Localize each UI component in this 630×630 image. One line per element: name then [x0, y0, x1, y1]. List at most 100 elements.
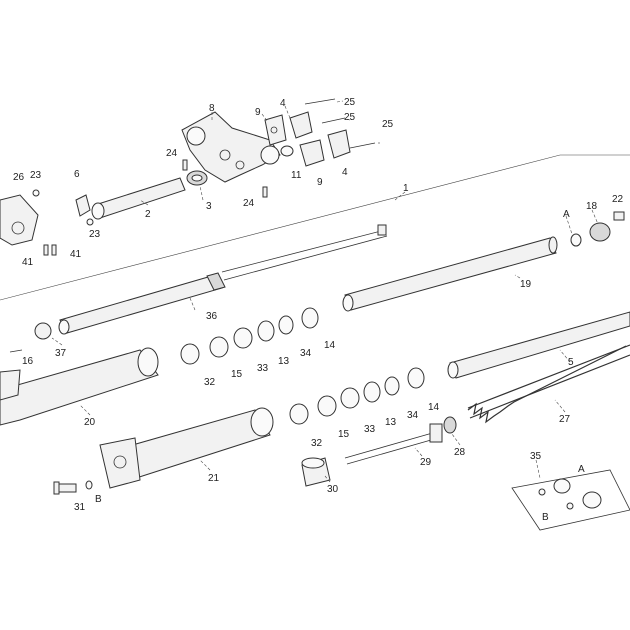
handlebar-clamp-upper-right [289, 111, 313, 139]
bolt-31 [53, 481, 77, 495]
callout-19: 19 [520, 279, 532, 290]
callout-4-lower: 4 [342, 167, 348, 178]
callout-6: 6 [74, 169, 80, 180]
callout-32-upper: 32 [204, 377, 216, 388]
ring-13-lower [363, 381, 381, 403]
seal-32-lower [289, 403, 309, 425]
handlebar-clamp-lower-right [327, 129, 351, 159]
bolt-41a [43, 244, 49, 256]
callout-27: 27 [559, 414, 571, 425]
callout-1: 1 [403, 183, 409, 194]
lower-leg-21 [99, 407, 274, 489]
callout-25-right-upper: 25 [382, 119, 394, 130]
steering-stem [91, 177, 186, 220]
bolt-24a [182, 159, 188, 171]
callout-41-right: 41 [70, 249, 82, 260]
callout-35: 35 [530, 451, 542, 462]
upper-triple-clamp [181, 111, 281, 183]
ring-33-lower [340, 387, 360, 409]
callout-25-middle: 25 [344, 112, 356, 123]
bolt-16 [9, 349, 23, 353]
callout-2: 2 [145, 209, 151, 220]
callout-4-upper: 4 [280, 98, 286, 109]
callout-5: 5 [568, 357, 574, 368]
ring-A [570, 233, 582, 247]
leader-lines [51, 100, 599, 483]
bolt-25a [304, 98, 336, 105]
bushing-37 [34, 322, 52, 340]
bushing-30 [301, 457, 331, 487]
callouts: 1 2 3 4 4 5 6 8 9 9 11 13 13 14 14 15 15… [13, 97, 624, 523]
callout-15-upper: 15 [231, 369, 243, 380]
callout-24-upper: 24 [166, 148, 178, 159]
callout-30: 30 [327, 484, 339, 495]
callout-B-bolt: B [95, 494, 102, 505]
callout-8: 8 [209, 103, 215, 114]
callout-28: 28 [454, 447, 466, 458]
callout-23-lower: 23 [89, 229, 101, 240]
inner-tube-19 [342, 236, 558, 312]
callout-16: 16 [22, 356, 34, 367]
callout-14-lower: 14 [428, 402, 440, 413]
callout-29: 29 [420, 457, 432, 468]
callout-11: 11 [291, 170, 302, 181]
bolt-25b [321, 117, 346, 124]
callout-25-top: 25 [344, 97, 356, 108]
callout-24-lower: 24 [243, 198, 255, 209]
callout-32-lower: 32 [311, 438, 323, 449]
washer-B [85, 480, 93, 490]
lower-leg-20 [0, 347, 159, 426]
part-28 [443, 416, 457, 434]
part-6 [75, 194, 91, 217]
spring-27 [467, 344, 630, 424]
callout-31: 31 [74, 502, 86, 513]
rod-29 [344, 423, 443, 465]
callout-33-lower: 33 [364, 424, 376, 435]
cap-18 [589, 222, 611, 242]
bolt-41b [51, 244, 57, 256]
seal-kit-35 [511, 469, 630, 531]
callout-13-upper: 13 [278, 356, 290, 367]
group-1-frame [0, 154, 630, 301]
steering-bearing [186, 170, 208, 186]
callout-9-upper: 9 [255, 107, 261, 118]
callout-36: 36 [206, 311, 218, 322]
ring-33-upper [233, 327, 253, 349]
callout-41-left: 41 [22, 257, 34, 268]
ring-15-upper [209, 336, 229, 358]
seal-32-upper [180, 343, 200, 365]
callout-9-lower: 9 [317, 177, 323, 188]
callout-A-kit: A [578, 464, 585, 475]
bolt-24b [262, 186, 268, 198]
callout-26: 26 [13, 172, 25, 183]
callout-37: 37 [55, 348, 67, 359]
washer-11 [280, 145, 294, 157]
ring-13-upper [257, 320, 275, 342]
lower-bracket-left [0, 194, 39, 246]
callout-A-upper: A [563, 209, 570, 220]
ring-15-lower [317, 395, 337, 417]
part-23-lower [86, 218, 94, 226]
bolt-25c [349, 142, 376, 149]
callout-13-lower: 13 [385, 417, 397, 428]
ring-34-lower [384, 376, 400, 396]
part-23-upper [32, 189, 40, 197]
callout-34-upper: 34 [300, 348, 312, 359]
fork-tube-36 [58, 224, 388, 335]
callout-34-lower: 34 [407, 410, 419, 421]
ring-34-upper [278, 315, 294, 335]
handlebar-clamp-lower-left [299, 139, 325, 167]
bolt-22 [613, 211, 625, 221]
ring-14-upper [301, 307, 319, 329]
cartridge-5 [447, 311, 630, 379]
callout-33-upper: 33 [257, 363, 269, 374]
callout-15-lower: 15 [338, 429, 350, 440]
handlebar-clamp-upper-left [264, 114, 287, 146]
callout-20: 20 [84, 417, 96, 428]
callout-14-upper: 14 [324, 340, 336, 351]
callout-3: 3 [206, 201, 212, 212]
callout-18: 18 [586, 201, 598, 212]
callout-B-kit: B [542, 512, 549, 523]
callout-22: 22 [612, 194, 624, 205]
